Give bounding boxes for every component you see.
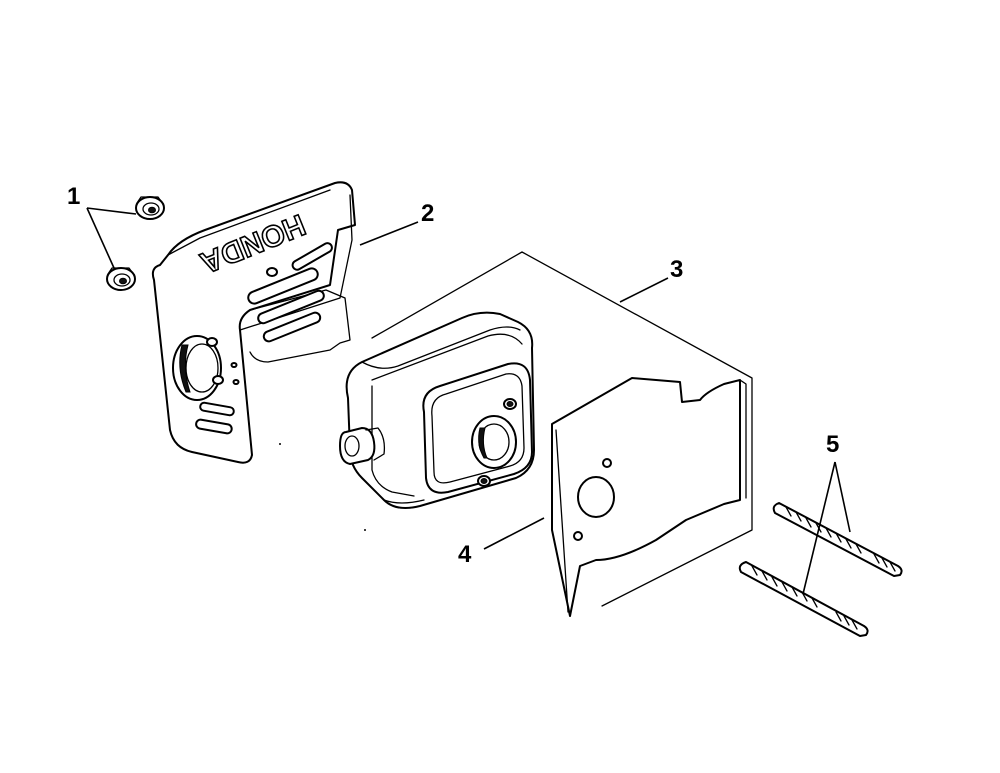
part-2-muffler-protector: HONDA [151, 181, 356, 464]
callout-3: 3 [670, 256, 683, 283]
part-1-flange-nuts [106, 196, 165, 291]
part-3-gasket-assembly-outline [371, 251, 753, 607]
nut-upper [135, 196, 165, 220]
shield-exhaust-opening [172, 335, 222, 401]
nut-lower [106, 267, 136, 291]
callout-5: 5 [826, 431, 839, 458]
part-5-stud-bolts [738, 502, 903, 637]
stud-bolt-lower [738, 561, 869, 637]
shield-vent-slots [195, 242, 333, 435]
part-4-exhaust-gasket [551, 377, 747, 617]
callout-1: 1 [67, 183, 80, 210]
alignment-dots [279, 443, 366, 531]
muffler-outlet-cap [339, 427, 386, 465]
callout-labels: 1 2 3 4 5 [67, 183, 839, 568]
muffler-body [339, 311, 535, 509]
callout-4: 4 [458, 541, 472, 568]
leader-lines [86, 207, 851, 595]
stud-bolt-upper [772, 502, 903, 577]
callout-2: 2 [421, 200, 434, 227]
